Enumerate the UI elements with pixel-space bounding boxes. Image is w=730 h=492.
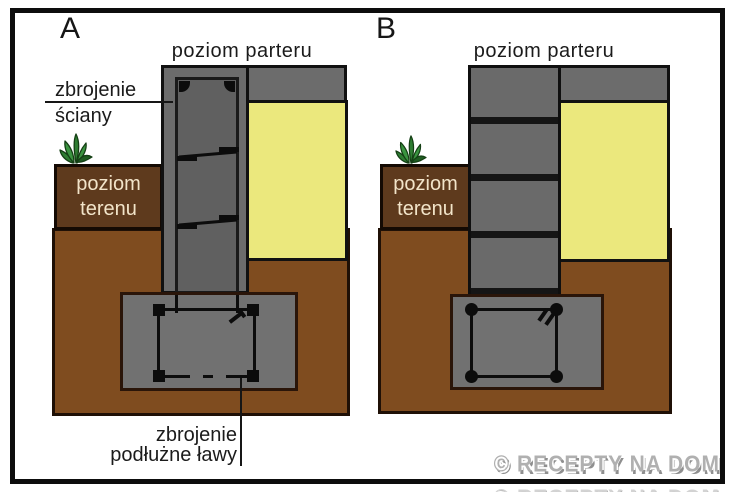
panel-a-floor-level-label: poziom parteru — [171, 40, 313, 62]
rebar-dot-icon — [550, 370, 563, 383]
panel-b-footing-stirrup — [470, 308, 558, 378]
rebar-dot-icon — [247, 370, 259, 382]
panel-a-wall-reinforcement-label-line2: ściany — [55, 105, 112, 127]
masonry-block — [471, 181, 558, 231]
panel-a-terrain-label-line2: terenu — [80, 198, 137, 220]
panel-a-terrain-level-box: poziom terenu — [54, 164, 163, 230]
panel-b-block-wall — [468, 65, 561, 297]
panel-a-letter: A — [60, 12, 81, 45]
footing-reinforcement-pointer-line — [240, 378, 242, 466]
stirrup-tie-icon — [177, 214, 239, 230]
panel-b-letter: B — [376, 12, 397, 45]
panel-a-floor-slab — [246, 65, 347, 103]
panel-b-terrain-label-line2: terenu — [397, 198, 454, 220]
watermark-text: © RECEPTY NA DOM — [493, 451, 720, 478]
panel-b-floor-level-label: poziom parteru — [473, 40, 615, 62]
stirrup-lap-gap — [213, 374, 226, 380]
plant-icon — [59, 133, 93, 164]
panel-b-terrain-level-box: poziom terenu — [380, 164, 471, 230]
rebar-corner-icon — [224, 81, 235, 92]
rebar-dot-icon — [465, 303, 478, 316]
panel-b-floor-slab — [558, 65, 670, 103]
panel-b-insulation — [558, 100, 670, 262]
plant-icon — [395, 135, 427, 164]
stirrup-tie-icon — [177, 146, 239, 162]
wall-rebar-line — [175, 295, 178, 313]
wall-reinforcement-pointer-line — [45, 101, 173, 103]
rebar-corner-icon — [179, 81, 190, 92]
footing-label-line2: podłużne ławy — [110, 444, 237, 466]
watermark-clipped-repeat: © RECEPTY NA DOM — [420, 485, 720, 492]
panel-a-wall-reinforcement-label-line1: zbrojenie — [55, 79, 137, 101]
panel-a-footing-stirrup — [157, 308, 256, 378]
stirrup-lap-gap — [190, 374, 203, 380]
panel-a-insulation — [246, 100, 348, 261]
wall-rebar-line — [236, 295, 239, 313]
masonry-block — [471, 68, 558, 117]
rebar-dot-icon — [247, 304, 259, 316]
panel-b-terrain-label-line1: poziom — [393, 173, 458, 195]
rebar-dot-icon — [153, 370, 165, 382]
footing-label-line1: zbrojenie — [155, 424, 237, 446]
rebar-dot-icon — [465, 370, 478, 383]
masonry-block — [471, 124, 558, 174]
watermark-text-repeat: © RECEPTY NA DOM — [420, 485, 720, 492]
panel-a-footing-reinforcement-label: zbrojenie podłużne ławy — [96, 425, 237, 465]
panel-a-wall-reinforcement-zone — [175, 77, 239, 294]
masonry-block — [471, 238, 558, 288]
panel-a-terrain-label-line1: poziom — [76, 173, 141, 195]
rebar-dot-icon — [153, 304, 165, 316]
